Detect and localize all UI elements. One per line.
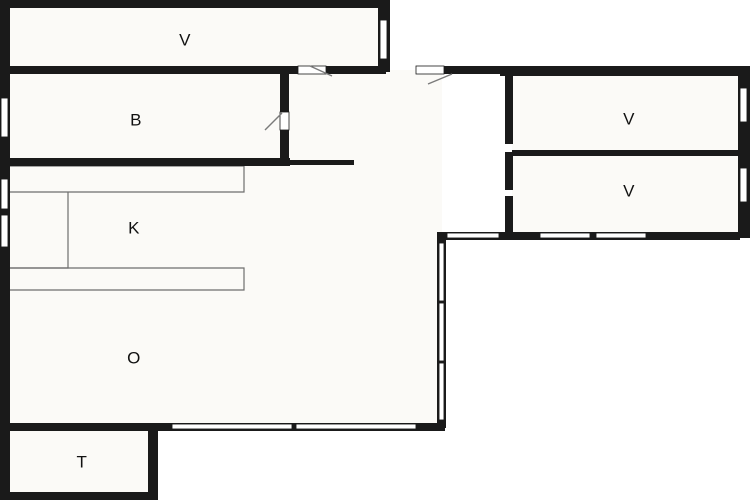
door-b-to-hall-opening <box>279 111 290 131</box>
door-hall-to-right-wing-swing <box>427 73 453 85</box>
fixture-counter-k-bottom <box>8 267 245 291</box>
window-k-left-lower <box>0 214 9 248</box>
wall-k-top-extension <box>288 160 354 165</box>
wall-t-bottom <box>0 492 158 500</box>
room-b-floor <box>10 74 282 160</box>
wall-right-divider-horizontal <box>512 150 740 156</box>
window-right-wing-bottom-seg2 <box>539 232 591 239</box>
wall-hall-top-far-right <box>500 66 750 76</box>
room-labels-layer: V B K O T V V <box>77 30 635 471</box>
room-hall-floor <box>282 70 442 423</box>
wall-hall-top-left-seg <box>296 66 386 74</box>
wall-right-vertical-lower <box>505 196 513 238</box>
windows-layer <box>0 19 748 430</box>
door-v-topleft-to-hall-swing <box>309 65 333 77</box>
wall-o-bottom-left <box>8 423 173 431</box>
wall-right-vertical-upper <box>505 76 513 144</box>
window-v-right-upper-east <box>739 87 748 123</box>
wall-b-bottom <box>8 158 290 166</box>
wall-right-vertical-mid <box>505 152 513 190</box>
wall-hall-top-right-seg <box>432 66 512 74</box>
room-o-label: O <box>127 348 141 367</box>
window-o-right-seg2 <box>438 302 445 362</box>
wall-exterior-top-left <box>8 0 390 8</box>
window-o-bottom-seg1 <box>171 423 293 430</box>
room-b-label: B <box>130 110 142 129</box>
room-t-floor <box>10 430 157 498</box>
room-floors-layer <box>10 4 738 498</box>
window-b-left <box>0 97 9 138</box>
window-right-wing-bottom-seg1 <box>446 232 500 239</box>
wall-t-left <box>0 423 10 500</box>
window-k-left-upper <box>0 178 9 210</box>
window-o-bottom-seg2 <box>295 423 417 430</box>
door-v-topleft-to-hall-opening <box>297 65 327 75</box>
room-v-right-upper-floor <box>512 76 738 150</box>
wall-b-right <box>280 70 289 114</box>
room-k-label: K <box>128 218 140 237</box>
wall-t-right <box>148 428 158 500</box>
door-hall-to-right-wing-opening <box>415 65 445 75</box>
window-v-right-lower-east <box>739 167 748 203</box>
window-right-wing-bottom-seg3 <box>595 232 647 239</box>
room-v-right-lower-label: V <box>623 181 635 200</box>
window-o-right-seg3 <box>438 362 445 421</box>
window-v-topleft-right <box>379 19 388 60</box>
wall-v-topleft-bottom <box>8 66 298 74</box>
window-o-right-seg1 <box>438 242 445 302</box>
room-t-label: T <box>77 452 88 471</box>
room-v-right-upper-label: V <box>623 109 635 128</box>
wall-b-right-lower <box>280 128 289 166</box>
room-v-top-left-label: V <box>179 30 191 49</box>
doors-layer <box>264 65 453 131</box>
room-v-right-lower-floor <box>512 155 738 233</box>
room-v-top-left-floor <box>10 4 382 68</box>
door-b-to-hall-swing <box>264 112 283 131</box>
